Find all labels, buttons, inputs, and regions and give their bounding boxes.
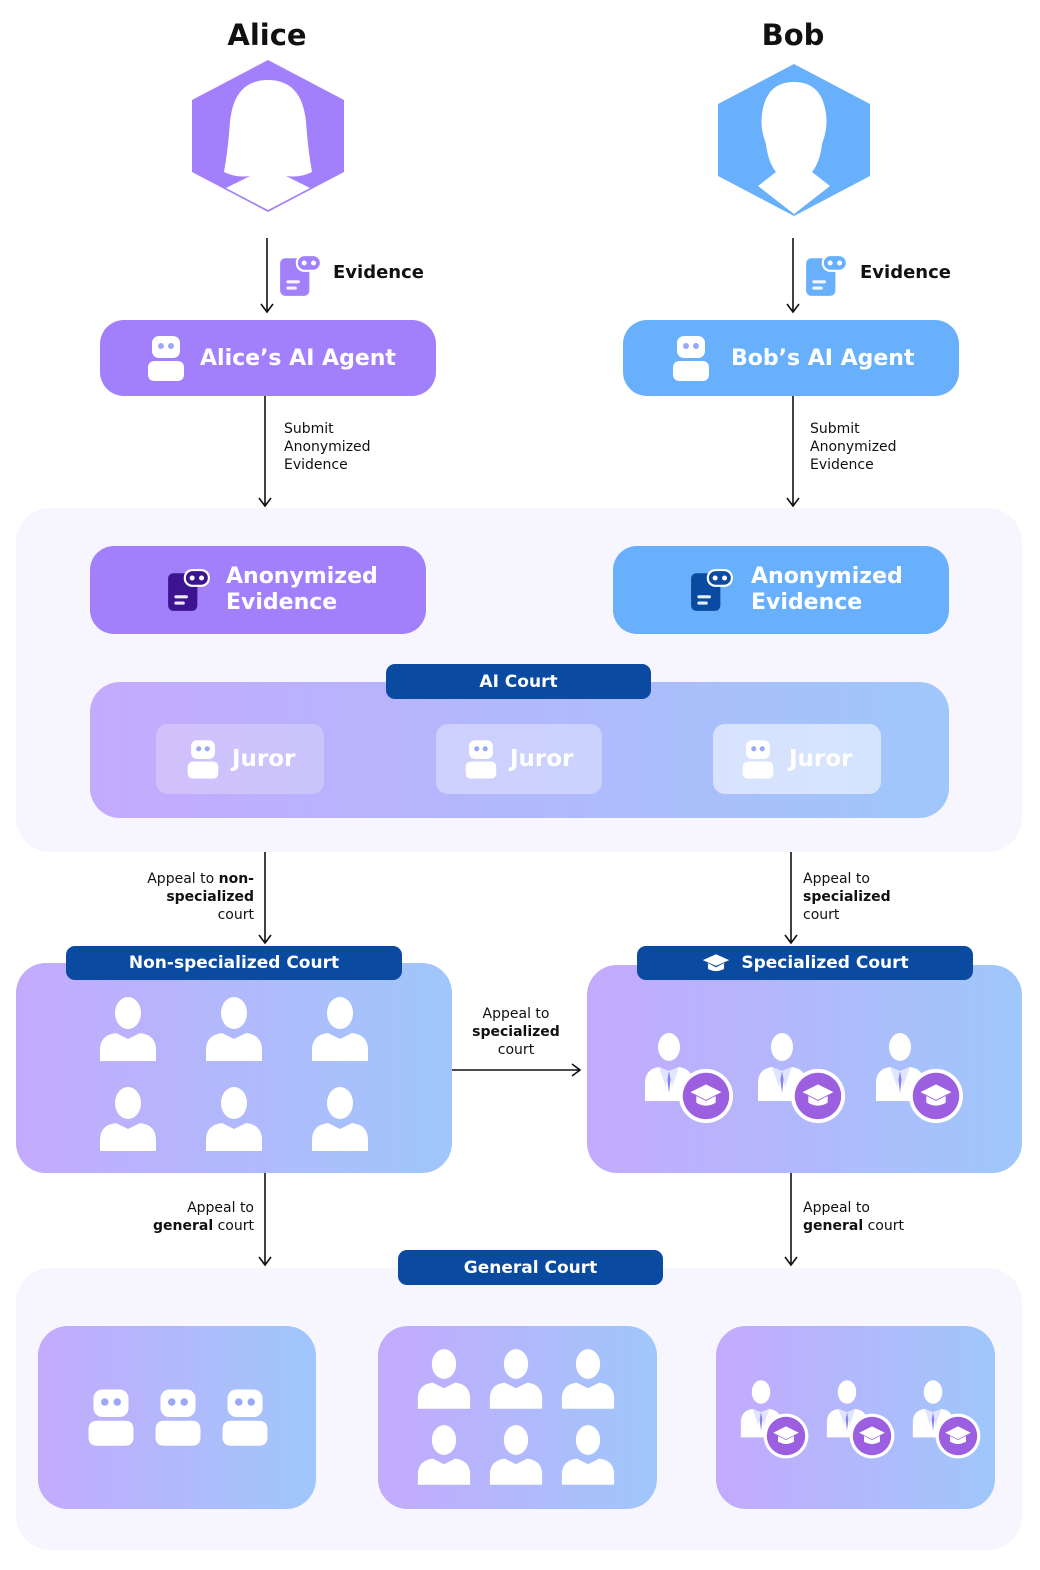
non-specialized-court-label: Non-specialized Court	[66, 946, 402, 980]
non-specialized-court-panel	[16, 963, 452, 1173]
arrow-appeal-general-left	[258, 1173, 272, 1267]
arrow-appeal-non-specialized	[258, 852, 272, 945]
arrow-bob-agent-submit	[786, 396, 800, 508]
alice-evidence-label: Evidence	[333, 262, 424, 283]
general-court-label: General Court	[398, 1250, 663, 1285]
arrow-appeal-specialized	[784, 852, 798, 945]
juror-2: Juror	[436, 724, 602, 794]
bob-evidence-label: Evidence	[860, 262, 951, 283]
bob-agent-label: Bob’s AI Agent	[731, 345, 915, 371]
juror-3: Juror	[713, 724, 881, 794]
arrow-bob-to-agent	[786, 238, 800, 314]
alice-name: Alice	[227, 18, 307, 52]
arrow-appeal-general-right	[784, 1173, 798, 1267]
arrow-alice-to-agent	[260, 238, 274, 314]
bob-avatar-icon	[718, 64, 870, 216]
ai-court-label: AI Court	[386, 664, 651, 699]
alice-avatar-icon	[192, 60, 344, 212]
arrow-non-to-specialized	[452, 1063, 582, 1077]
specialized-court-panel	[587, 965, 1022, 1173]
alice-ai-agent: Alice’s AI Agent	[100, 320, 436, 396]
specialized-court-label: Specialized Court	[637, 946, 973, 980]
arrow-alice-agent-submit	[258, 396, 272, 508]
appeal-specialized-middle-note: Appeal to specialized court	[472, 1006, 560, 1058]
appeal-non-specialized-note: Appeal to non- specialized court	[147, 871, 254, 923]
alice-agent-label: Alice’s AI Agent	[200, 345, 396, 371]
general-court-specialist-jurors	[716, 1326, 995, 1509]
juror-1: Juror	[156, 724, 324, 794]
appeal-general-right-note: Appeal to general court	[803, 1200, 904, 1234]
bob-name: Bob	[761, 18, 825, 52]
appeal-general-left-note: Appeal to general court	[153, 1200, 254, 1234]
bob-ai-agent: Bob’s AI Agent	[623, 320, 959, 396]
general-court-ai-jurors	[38, 1326, 316, 1509]
general-court-human-jurors	[378, 1326, 657, 1509]
appeal-specialized-note: Appeal to specialized court	[803, 871, 891, 923]
